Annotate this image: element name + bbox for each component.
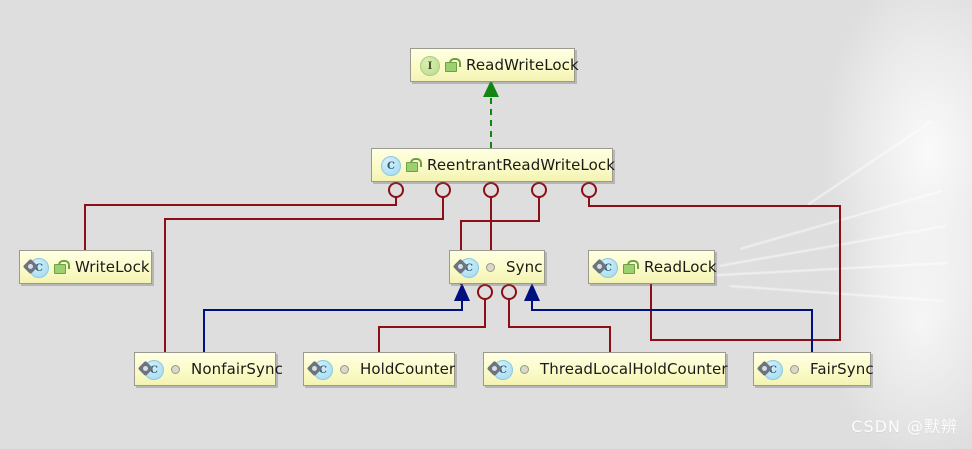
edge-inheritance-fairsync-sync xyxy=(524,283,813,352)
public-lock-icon xyxy=(444,57,461,73)
interface-icon: I xyxy=(419,55,440,76)
class-node-label: ReadWriteLock xyxy=(466,56,579,74)
whisker-4 xyxy=(729,285,945,302)
package-private-icon xyxy=(171,364,180,374)
cat-fur-watermark-glow2 xyxy=(722,120,972,449)
class-node-writelock[interactable]: C WriteLock xyxy=(19,250,152,284)
package-private-icon xyxy=(486,262,495,272)
edge-aggregation-reentrantreadwritelock-writelock xyxy=(84,182,404,250)
whisker-5 xyxy=(807,120,933,206)
class-node-readlock[interactable]: C ReadLock xyxy=(588,250,717,284)
edge-aggregation-sync-threadlocalholdcounter xyxy=(501,284,611,352)
class-icon-letter: C xyxy=(381,156,401,176)
class-node-label: NonfairSync xyxy=(191,360,283,378)
class-node-label: ReentrantReadWriteLock xyxy=(427,156,616,174)
nested-class-icon: C xyxy=(486,359,513,380)
edge-inheritance-nonfairsync-sync xyxy=(203,283,470,352)
package-private-icon xyxy=(790,364,799,374)
class-node-label: WriteLock xyxy=(75,258,150,276)
interface-icon-letter: I xyxy=(420,56,440,76)
public-lock-icon xyxy=(622,259,639,275)
class-node-label: Sync xyxy=(506,258,543,276)
class-node-fairsync[interactable]: C FairSync xyxy=(753,352,874,386)
nested-class-icon: C xyxy=(756,359,783,380)
public-lock-icon xyxy=(405,157,422,173)
class-node-holdcounter[interactable]: C HoldCounter xyxy=(303,352,455,386)
package-private-icon xyxy=(340,364,349,374)
csdn-watermark: CSDN @默辨 xyxy=(851,417,958,436)
class-node-sync[interactable]: C Sync xyxy=(449,250,545,284)
class-node-threadlocalholdcounter[interactable]: C ThreadLocalHoldCounter xyxy=(483,352,728,386)
class-icon: C xyxy=(380,155,401,176)
nested-class-icon: C xyxy=(591,257,618,278)
edge-realization-reentrantreadwritelock-readwritelock xyxy=(483,80,499,148)
nested-class-icon: C xyxy=(452,257,479,278)
package-private-icon xyxy=(520,364,529,374)
class-node-label: HoldCounter xyxy=(360,360,456,378)
class-node-label: ReadLock xyxy=(644,258,717,276)
nested-class-icon: C xyxy=(306,359,333,380)
class-node-reentrantreadwritelock[interactable]: C ReentrantReadWriteLock xyxy=(371,148,616,182)
whisker-1 xyxy=(739,190,943,250)
nested-class-icon: C xyxy=(22,257,49,278)
class-node-readwritelock[interactable]: I ReadWriteLock xyxy=(410,48,579,82)
class-node-label: ThreadLocalHoldCounter xyxy=(540,360,728,378)
class-node-label: FairSync xyxy=(810,360,874,378)
nested-class-icon: C xyxy=(137,359,164,380)
edge-aggregation-reentrantreadwritelock-nonfairsync xyxy=(164,182,451,352)
edge-aggregation-reentrantreadwritelock-sync xyxy=(483,182,499,250)
class-node-nonfairsync[interactable]: C NonfairSync xyxy=(134,352,283,386)
public-lock-icon xyxy=(53,259,70,275)
edge-aggregation-sync-holdcounter xyxy=(378,284,493,352)
whisker-3 xyxy=(713,262,949,277)
